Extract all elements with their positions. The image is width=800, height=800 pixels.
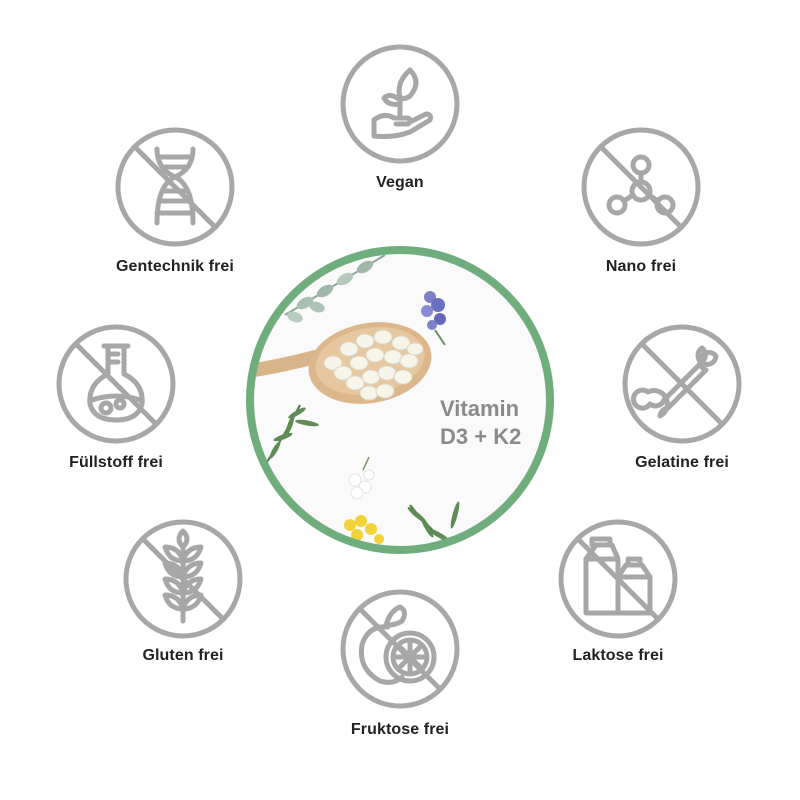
milk-carton-icon [558, 519, 678, 639]
wheat-icon [123, 519, 243, 639]
badge-label-fruktose-frei: Fruktose frei [350, 721, 450, 738]
center-title-line2: D3 + K2 [440, 424, 522, 449]
molecule-icon [581, 127, 701, 247]
center-title-line1: Vitamin [440, 396, 520, 421]
badge-label-gluten-frei: Gluten frei [142, 647, 224, 664]
badge-vegan [338, 42, 462, 166]
vitamin-spoon-illustration [246, 246, 554, 554]
badge-label-nano-frei: Nano frei [605, 258, 677, 275]
product-image [245, 245, 555, 555]
badge-laktose-frei [556, 517, 680, 641]
badge-gluten-frei [121, 517, 245, 641]
badge-label-gentechnik-frei: Gentechnik frei [116, 258, 234, 275]
badge-label-vegan: Vegan [376, 174, 424, 191]
badge-nano-frei [579, 125, 703, 249]
flask-icon [56, 324, 176, 444]
badge-fuellstoff-frei [54, 322, 178, 446]
badge-fruktose-frei [338, 587, 462, 711]
hand-sprout-icon [340, 44, 460, 164]
badge-gelatine-frei [620, 322, 744, 446]
badge-label-laktose-frei: Laktose frei [572, 647, 664, 664]
badge-gentechnik-frei [113, 125, 237, 249]
fruit-icon [340, 589, 460, 709]
badge-label-gelatine-frei: Gelatine frei [635, 454, 729, 471]
badge-label-fuellstoff-frei: Füllstoff frei [69, 454, 163, 471]
bone-icon [622, 324, 742, 444]
dna-icon [115, 127, 235, 247]
